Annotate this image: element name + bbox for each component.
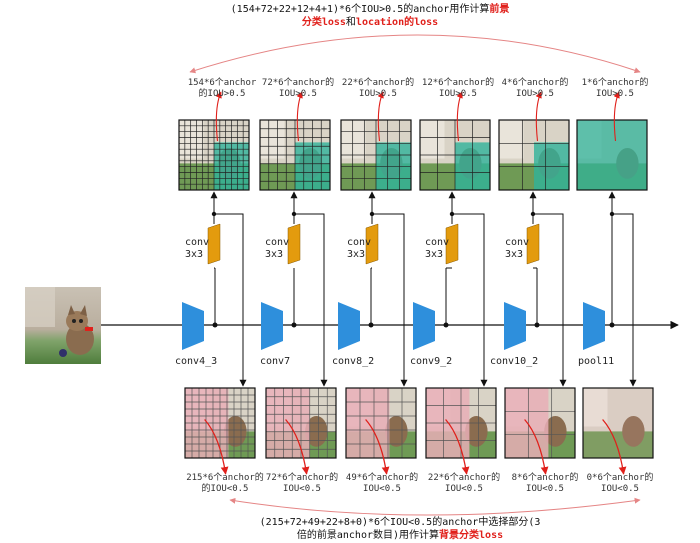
bottom-tile-border-5 (582, 387, 654, 459)
top-tile-4-wall (499, 120, 524, 159)
bottom-tile-3-cat (465, 416, 488, 447)
conv3x3-block-0 (207, 223, 221, 265)
top-title-cls-loss: 分类loss (301, 17, 346, 28)
conv-to-bottom-arrow-4 (533, 213, 567, 387)
conv3x3-block-3 (445, 223, 459, 265)
top-red-pointer-5 (613, 91, 620, 142)
bottom-title-line2: 倍的前景anchor数目)用作计算 (296, 530, 440, 541)
conv3x3-block-2 (365, 223, 379, 265)
layer-label-conv7: conv7 (260, 356, 291, 367)
top-red-pointer-0 (215, 91, 222, 142)
input-kitten-image (25, 287, 101, 364)
pool-to-bottom-arrow (612, 213, 637, 387)
top-tile-border-1 (259, 119, 331, 191)
bottom-title-highlight: 背景分类loss (439, 530, 504, 541)
bottom-red-pointer-1 (285, 419, 310, 475)
layer-block-5 (583, 302, 605, 350)
layer-label-conv4_3: conv4_3 (175, 356, 218, 367)
bottom-caption-0: 215*6个anchor的的IOU<0.5 (186, 473, 264, 494)
layer-block-0 (182, 302, 204, 350)
top-title-highlight: 前景 (489, 4, 510, 15)
bottom-red-pointer-0 (204, 419, 229, 475)
bottom-red-pointer-2 (365, 419, 390, 475)
top-tile-border-4 (498, 119, 570, 191)
layer-label-conv8_2: conv8_2 (332, 356, 375, 367)
bottom-tile-5-overlay (583, 388, 653, 458)
top-tile-border-2 (340, 119, 412, 191)
top-double-arrow-arc (189, 34, 641, 74)
bottom-tile-5-cat (622, 416, 645, 447)
top-tile-border-5 (576, 119, 648, 191)
layer-block-2 (338, 302, 360, 350)
top-tile-0-wall (179, 120, 204, 159)
top-red-pointer-2 (377, 91, 384, 142)
top-red-pointer-1 (296, 91, 303, 142)
top-title-loc-loss: location的loss (355, 17, 439, 28)
conv3x3-block-1 (287, 223, 301, 265)
top-title-and: 和 (345, 17, 356, 28)
bottom-title-line1: (215+72+49+22+8+0)*6个IOU<0.5的anchor中选择部分… (259, 517, 541, 528)
top-tile-3-wall (420, 120, 445, 159)
layer-label-pool11: pool11 (578, 356, 615, 367)
conv-to-bottom-arrow-1 (294, 213, 328, 387)
top-title: (154+72+22+12+4+1)*6个IOU>0.5的anchor用作计算前… (205, 3, 535, 29)
layer-block-1 (261, 302, 283, 350)
top-title-line1: (154+72+22+12+4+1)*6个IOU>0.5的anchor用作计算 (230, 4, 490, 15)
top-tile-border-0 (178, 119, 250, 191)
top-red-pointer-4 (535, 91, 542, 142)
top-tile-4-overlay (534, 142, 569, 190)
conv3x3-block-4 (526, 223, 540, 265)
conv-to-bottom-arrow-3 (452, 213, 488, 387)
bottom-tile-border-2 (345, 387, 417, 459)
layer-label-conv10_2: conv10_2 (490, 356, 539, 367)
bottom-title: (215+72+49+22+8+0)*6个IOU<0.5的anchor中选择部分… (230, 516, 570, 542)
layer-block-4 (504, 302, 526, 350)
conv-to-bottom-arrow-2 (372, 213, 408, 387)
top-tile-2-wall (341, 120, 366, 159)
bottom-tile-border-3 (425, 387, 497, 459)
bottom-red-pointer-3 (445, 419, 470, 475)
layer-block-3 (413, 302, 435, 350)
bottom-tile-border-1 (265, 387, 337, 459)
bottom-double-arrow-arc (229, 497, 641, 516)
bottom-tile-border-0 (184, 387, 256, 459)
bottom-tile-border-4 (504, 387, 576, 459)
top-tile-2-overlay (376, 142, 411, 190)
top-tile-border-3 (419, 119, 491, 191)
layer-label-conv9_2: conv9_2 (410, 356, 453, 367)
top-tile-1-wall (260, 120, 285, 159)
bottom-red-pointer-5 (602, 419, 627, 475)
conv-to-bottom-arrow-0 (214, 213, 247, 387)
top-red-pointer-3 (456, 91, 463, 142)
bottom-red-pointer-4 (524, 419, 549, 475)
bottom-tile-4-cat (544, 416, 567, 447)
top-tile-5-overlay (577, 120, 647, 190)
